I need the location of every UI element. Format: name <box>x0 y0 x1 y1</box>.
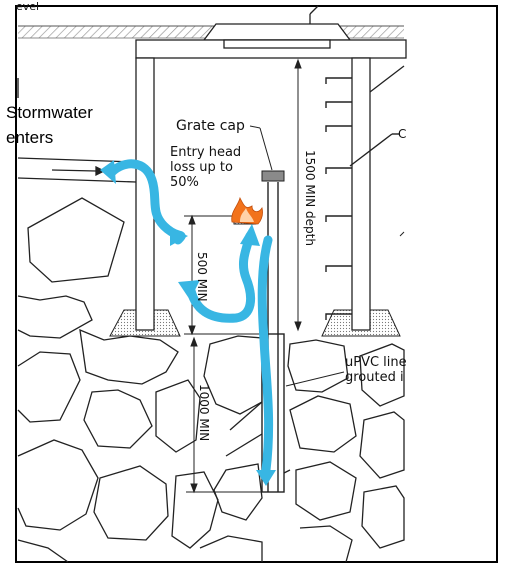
drawing-frame <box>15 5 498 563</box>
rock-fill <box>17 197 405 563</box>
upvc-label-line2: grouted i <box>345 370 404 385</box>
top-left-fragment: evel <box>16 0 39 13</box>
riser-pipe <box>267 182 279 334</box>
dim-500-label: 500 MIN <box>195 252 209 302</box>
entry-head-label-line2: loss up to <box>170 160 233 175</box>
depth-1500-label: 1500 MIN depth <box>303 150 317 246</box>
pit-top-slab <box>135 5 407 59</box>
dimension-lines <box>184 58 302 494</box>
upvc-leader <box>285 371 345 387</box>
stormwater-label-line1: Stormwater <box>6 103 93 122</box>
wall-footings <box>109 309 401 337</box>
entry-head-label-line3: 50% <box>170 175 199 190</box>
head-loss-flame-icon <box>231 196 263 225</box>
grate-cap-label: Grate cap <box>176 118 245 134</box>
step-iron-label: C <box>398 127 406 141</box>
dim-1000-label: 1000 MIN <box>197 384 211 441</box>
pit-walls <box>135 57 405 331</box>
flow-arrowheads <box>100 160 276 486</box>
inlet-pipe <box>17 157 137 183</box>
entry-head-label-line1: Entry head <box>170 145 241 160</box>
stormwater-label-line2: enters <box>6 128 53 147</box>
grate-cap-leader <box>249 125 261 129</box>
grate-cap <box>261 170 285 182</box>
step-irons <box>325 77 400 320</box>
right-edge-tick <box>399 231 405 237</box>
upvc-label-line1: uPVC line <box>345 355 407 370</box>
